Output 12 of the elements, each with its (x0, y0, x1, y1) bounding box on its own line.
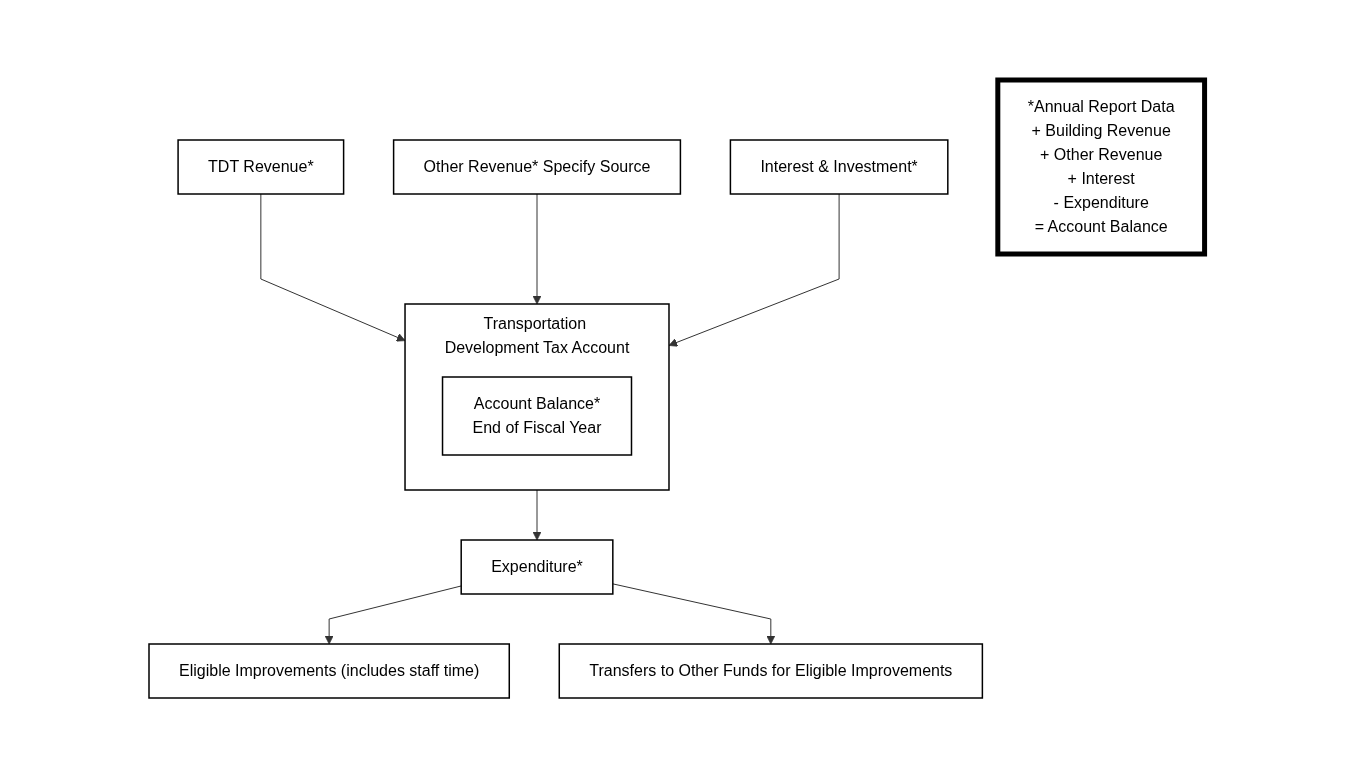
arrow (532, 193, 542, 305)
node-box: Transfers to Other Funds for Eligible Improvements (558, 643, 984, 699)
node-box: Expenditure* (460, 539, 614, 595)
node-box: Interest & Investment* (729, 139, 949, 195)
arrow (324, 585, 462, 645)
node-box: *Annual Report Data + Building Revenue + Other Revenue + Interest - Expenditure = Account Balance (995, 77, 1208, 257)
node-box: TDT Revenue* (177, 139, 345, 195)
node-box: Other Revenue* Specify Source (393, 139, 682, 195)
arrow (260, 193, 406, 342)
node-box: Eligible Improvements (includes staff time) (148, 643, 511, 699)
node-box: Account Balance* End of Fiscal Year (442, 376, 633, 456)
arrow (532, 489, 542, 541)
